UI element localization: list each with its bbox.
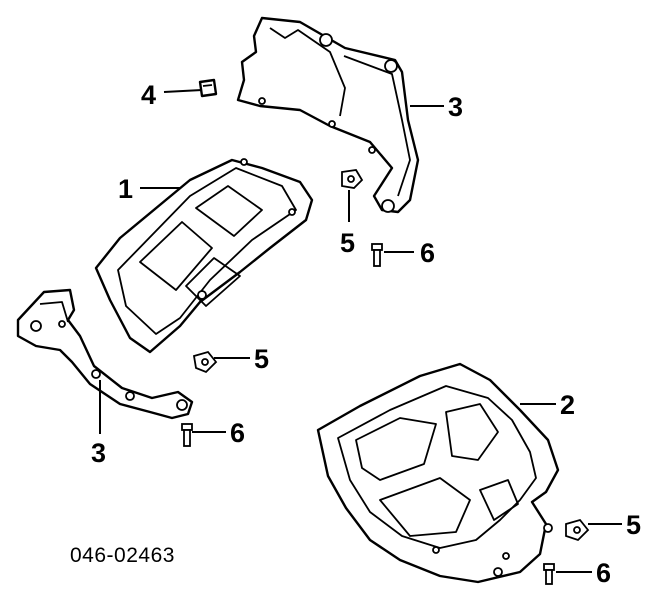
callout-part-6-upper: 6 xyxy=(420,238,435,268)
callout-part-1: 1 xyxy=(118,174,133,204)
side-bracket-lower xyxy=(16,288,194,420)
callout-part-5-middle: 5 xyxy=(254,344,269,374)
callout-part-5-upper: 5 xyxy=(340,228,355,258)
callout-part-4: 4 xyxy=(141,80,156,110)
center-cover-panel xyxy=(94,158,314,354)
bolt-middle xyxy=(181,423,193,447)
clip-part-4 xyxy=(198,78,218,98)
bolt-upper xyxy=(371,243,383,267)
callout-part-6-lower: 6 xyxy=(596,558,611,588)
diagram-code: 046-02463 xyxy=(70,544,175,567)
lower-cover-panel xyxy=(316,362,560,584)
callout-part-3-upper: 3 xyxy=(448,92,463,122)
callout-part-6-middle: 6 xyxy=(230,418,245,448)
nut-middle xyxy=(192,350,218,374)
nut-upper xyxy=(341,169,364,189)
bolt-lower xyxy=(543,563,555,585)
callout-part-2: 2 xyxy=(560,390,575,420)
callout-part-5-lower: 5 xyxy=(626,510,641,540)
nut-lower xyxy=(565,518,590,542)
callout-part-3-lower: 3 xyxy=(91,438,106,468)
leader-lines xyxy=(99,89,622,573)
side-bracket-upper xyxy=(236,16,420,214)
